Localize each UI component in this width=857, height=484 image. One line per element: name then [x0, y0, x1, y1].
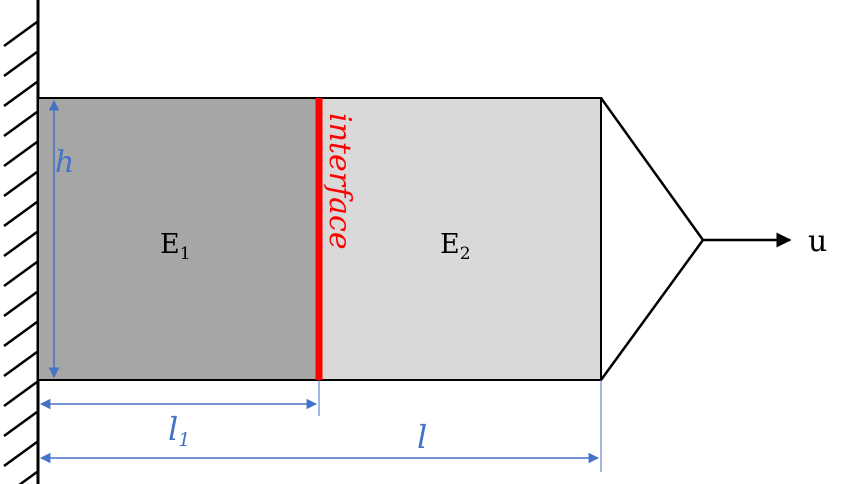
wall-hatch-line	[3, 380, 38, 408]
region-e2-label: E2	[440, 229, 471, 264]
wall-hatch-line	[3, 350, 38, 378]
wall-hatch-line	[3, 230, 38, 258]
wall-hatch-line	[3, 440, 38, 468]
wall-hatch-line	[3, 260, 38, 288]
wall-hatch-line	[3, 320, 38, 348]
fixed-wall	[3, 0, 40, 484]
wall-hatch-line	[3, 200, 38, 228]
wall-hatch-line	[3, 140, 38, 168]
wall-hatch-line	[3, 110, 38, 138]
wall-hatch-line	[3, 50, 38, 78]
height-label: h	[55, 145, 74, 180]
wall-hatch-line	[3, 410, 38, 438]
wall-hatch-line	[3, 170, 38, 198]
wall-hatch-line	[3, 80, 38, 108]
region-e1	[37, 97, 320, 381]
wall-hatch-line	[3, 20, 38, 48]
wall-hatch-line	[3, 290, 38, 318]
l-label: l	[417, 418, 427, 456]
region-e2	[318, 97, 602, 381]
displacement-label: u	[808, 224, 827, 259]
interface-label: interface	[322, 113, 357, 250]
l1-label: l1	[168, 410, 190, 451]
region-e1-label: E1	[160, 229, 191, 264]
wall-hatch-line	[18, 470, 38, 484]
load-fork	[599, 97, 705, 381]
